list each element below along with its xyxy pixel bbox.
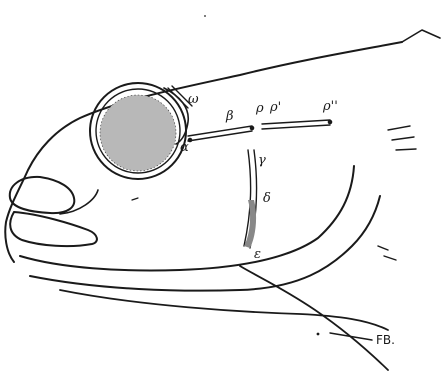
eye-pupil-stippled <box>100 95 176 171</box>
pectoral-ray-2 <box>392 137 414 140</box>
upper-lip <box>10 177 75 213</box>
artist-signature: FB. <box>376 333 395 347</box>
label-gamma: γ <box>258 153 266 168</box>
label-epsilon: ε <box>254 247 261 262</box>
label-omega: ω <box>188 92 199 107</box>
throat-line <box>240 266 388 370</box>
label-rho-prime: ρ' <box>269 100 281 115</box>
speck-mark <box>204 15 206 17</box>
label-alpha: α <box>180 140 189 155</box>
label-rho-double-prime: ρ'' <box>322 99 338 114</box>
branchiostegal-line <box>60 290 388 330</box>
body-line-lower <box>330 333 372 340</box>
gill-mark-2 <box>384 256 396 260</box>
dorsal-fin-edge <box>402 30 440 42</box>
head-outline <box>5 42 402 262</box>
gill-mark-1 <box>378 246 388 250</box>
pectoral-ray-3 <box>396 149 416 150</box>
pore-rho2 <box>328 120 333 125</box>
label-delta: δ <box>263 191 271 206</box>
label-beta: β <box>225 109 234 124</box>
dot-mark <box>317 333 320 336</box>
lower-jaw <box>10 212 97 246</box>
preopercle-edge <box>20 166 354 270</box>
opercle-edge <box>30 196 380 291</box>
pore-rho <box>250 126 255 131</box>
label-rho: ρ <box>255 101 264 116</box>
canal-rho-rho2 <box>262 120 330 129</box>
nostril-mark <box>132 198 138 200</box>
pectoral-ray-1 <box>388 126 410 130</box>
canal-alpha-beta <box>188 126 252 141</box>
